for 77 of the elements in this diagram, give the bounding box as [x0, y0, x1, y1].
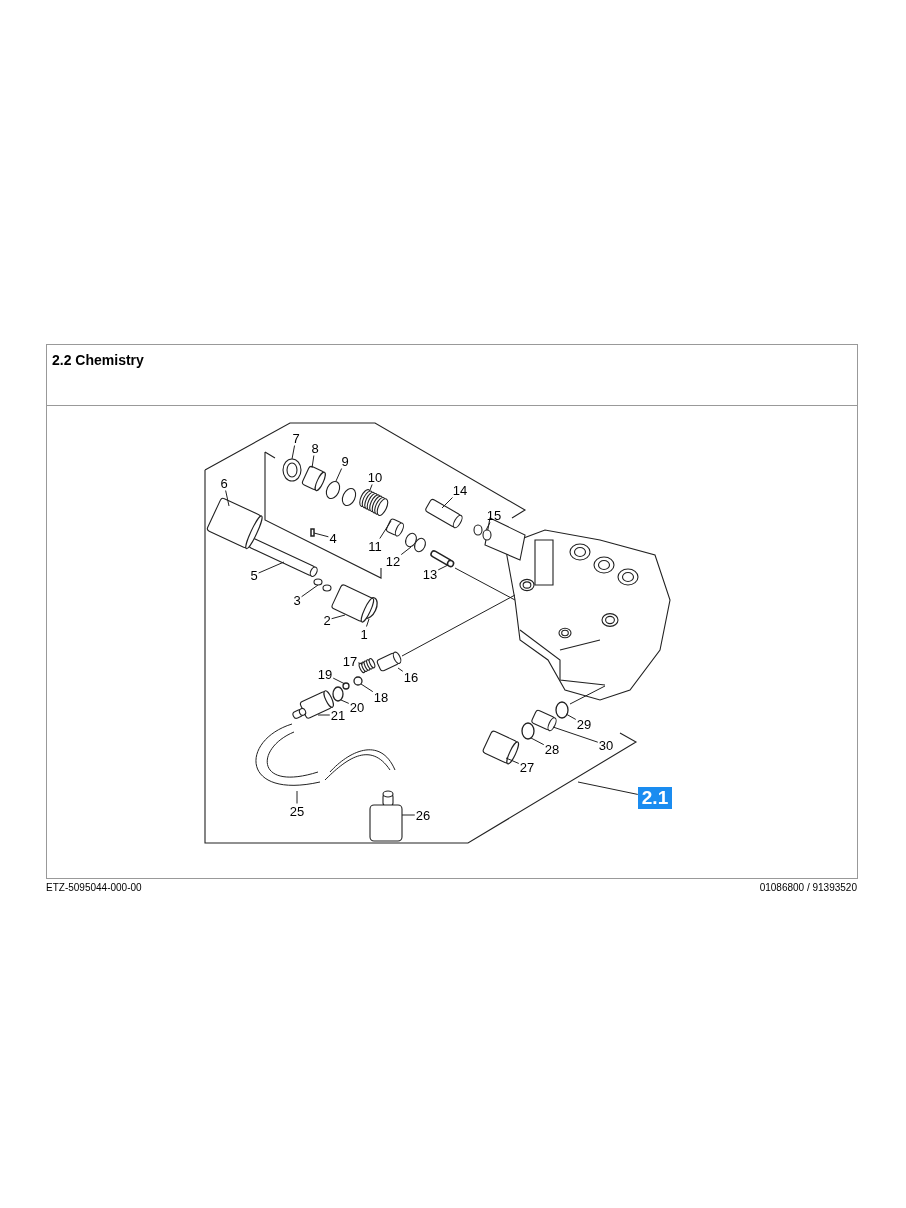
leader-line: [400, 546, 412, 556]
leader-line: [340, 699, 350, 704]
o-ring-drawing: [473, 524, 492, 541]
leader-line: [530, 737, 545, 746]
section-badge: 2.1: [637, 787, 673, 809]
callout-number: 4: [328, 530, 338, 546]
leader-line: [357, 662, 364, 665]
leader-line: [301, 584, 319, 598]
leader-line: [379, 520, 392, 539]
o-ring-drawing: [555, 701, 569, 719]
callout-number: 30: [597, 737, 615, 753]
o-ring-drawing: [332, 686, 344, 702]
leader-line: [565, 713, 577, 720]
callout-number: 14: [451, 482, 469, 498]
bushing-drawing: [300, 465, 326, 492]
spring-drawing: [359, 489, 389, 516]
filter-insert-drawing: [530, 708, 557, 732]
leader-line: [296, 790, 298, 804]
leader-line: [552, 726, 599, 743]
callout-number: 21: [329, 707, 347, 723]
leader-line: [311, 455, 315, 469]
callout-number: 9: [340, 453, 350, 469]
o-ring-drawing: [405, 532, 426, 553]
leader-line: [258, 561, 285, 574]
callout-number: 13: [421, 566, 439, 582]
section-heading: 2.2 Chemistry: [52, 352, 144, 368]
pin-drawing: [310, 528, 315, 537]
o-ring-drawing: [521, 722, 535, 740]
hose-drawing: [255, 723, 396, 786]
callout-number: 16: [402, 669, 420, 685]
leader-line: [313, 532, 329, 538]
callout-number: 1: [359, 626, 369, 642]
callout-number: 11: [367, 538, 383, 554]
bushing-drawing: [385, 517, 404, 537]
leader-line: [317, 714, 331, 716]
document-number: 01086800 / 91393520: [759, 882, 857, 893]
ball-drawing: [353, 676, 363, 686]
ring-drawing: [282, 458, 302, 482]
leader-line: [335, 468, 343, 482]
callout-number: 3: [292, 592, 302, 608]
leader-line: [401, 814, 416, 816]
callout-number: 8: [310, 440, 320, 456]
callout-number: 20: [348, 699, 366, 715]
leader-line: [369, 484, 373, 491]
leader-line: [360, 683, 374, 693]
leader-line: [505, 757, 520, 764]
leader-line: [225, 490, 230, 507]
callout-number: 25: [288, 803, 306, 819]
leader-line: [577, 781, 639, 795]
leader-line: [332, 677, 346, 685]
leader-line: [366, 618, 370, 627]
o-ring-drawing: [342, 682, 350, 690]
callout-number: 2: [322, 612, 332, 628]
callout-number: 27: [518, 759, 536, 775]
callout-number: 6: [219, 475, 229, 491]
callout-number: 18: [372, 689, 390, 705]
washer-drawing: [313, 578, 332, 592]
callout-number: 17: [341, 653, 359, 669]
callout-number: 7: [291, 430, 301, 446]
callout-number: 15: [485, 507, 503, 523]
leader-line: [437, 564, 449, 571]
leader-line: [331, 614, 346, 620]
leader-line: [485, 522, 491, 531]
callout-number: 12: [384, 553, 402, 569]
callout-number: 28: [543, 741, 561, 757]
leader-line: [291, 445, 296, 460]
leader-line: [397, 667, 404, 672]
callout-number: 10: [366, 469, 384, 485]
o-ring-drawing: [325, 480, 357, 507]
suction-filter-drawing: [369, 790, 403, 842]
callout-number: 29: [575, 716, 593, 732]
spring-drawing: [358, 658, 376, 674]
leader-line: [441, 497, 453, 509]
callout-number: 19: [316, 666, 334, 682]
callout-number: 26: [414, 807, 432, 823]
document-number: ETZ-5095044-000-00: [46, 882, 142, 893]
callout-number: 5: [249, 567, 259, 583]
